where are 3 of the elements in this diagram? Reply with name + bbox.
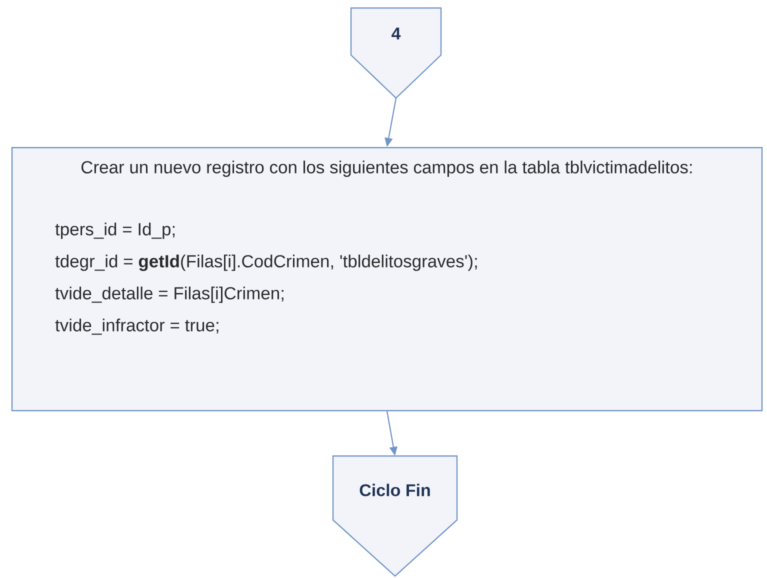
process-box: Crear un nuevo registro con los siguientes campos en la tabla tblvictimadelitos: tpers_id = Id_p; tdegr_id = getId(Filas[i].CodCrimen, 'tbldelitosgraves'); tvide_detalle = Filas[i]Crimen; tvide_infractor = true;	[11, 147, 763, 412]
flowchart-connector: 4	[350, 7, 442, 99]
flowchart-connector: Ciclo Fin	[332, 455, 458, 577]
